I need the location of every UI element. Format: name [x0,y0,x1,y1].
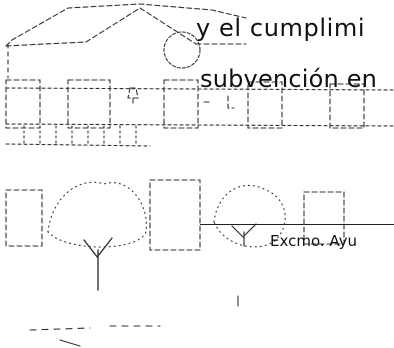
signature-rule [200,224,394,225]
caption-text: Excmo. Ayu [270,232,358,250]
body-text-line-1: y el cumplimi [196,14,366,42]
body-text-line-2: subvención en [200,65,378,93]
